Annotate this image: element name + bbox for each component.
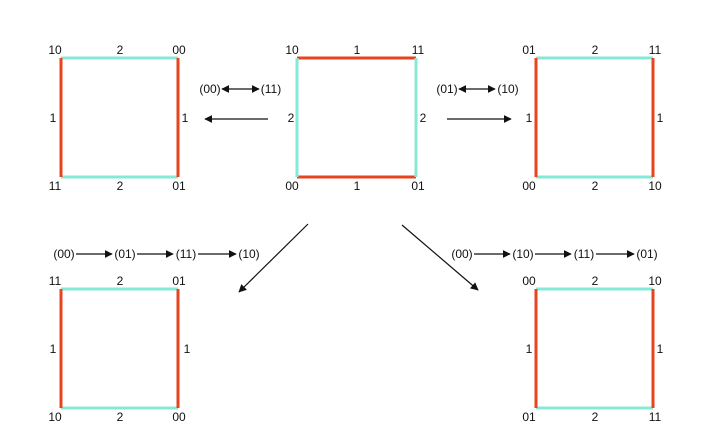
- arrow-down-left-icon: [238, 223, 309, 293]
- edge-label-right: 2: [420, 111, 427, 125]
- corner-label-tr: 10: [648, 274, 662, 288]
- corner-label-br: 11: [649, 410, 662, 424]
- corner-label-bl: 01: [522, 410, 536, 424]
- square-bottom-right: 00 10 01 11 2 2 1 1: [522, 274, 663, 424]
- corner-label-br: 01: [172, 179, 186, 193]
- corner-label-bl: 00: [285, 179, 299, 193]
- edge-label-bottom: 2: [592, 410, 599, 424]
- cycle-sequence-left: (00) (01) (11) (10): [53, 247, 259, 261]
- corner-label-br: 01: [411, 179, 425, 193]
- swap-notation-right: (01) (10): [436, 82, 518, 96]
- corner-label-tl: 10: [285, 43, 299, 57]
- edge-label-top: 2: [117, 43, 124, 57]
- edge-label-top: 2: [592, 274, 599, 288]
- swap-state-b: (10): [497, 82, 518, 96]
- corner-label-bl: 10: [48, 410, 62, 424]
- edge-label-left: 1: [50, 342, 57, 356]
- swap-notation-left: (00) (11): [199, 82, 281, 96]
- arrow-down-right-icon: [401, 224, 479, 291]
- edge-label-right: 1: [184, 342, 191, 356]
- edge-label-bottom: 2: [117, 410, 124, 424]
- edge-label-right: 1: [657, 111, 664, 125]
- cycle-state: (00): [451, 247, 472, 261]
- corner-label-tl: 11: [49, 274, 62, 288]
- corner-label-tl: 00: [522, 274, 536, 288]
- edge-label-left: 1: [50, 111, 57, 125]
- corner-label-br: 10: [648, 179, 662, 193]
- cycle-state: (10): [512, 247, 533, 261]
- edge-label-top: 2: [592, 43, 599, 57]
- cycle-sequence-right: (00) (10) (11) (01): [451, 247, 657, 261]
- corner-label-tr: 11: [412, 43, 425, 57]
- cycle-state: (11): [176, 247, 196, 261]
- corner-label-tr: 11: [649, 43, 662, 57]
- cycle-state: (10): [238, 247, 259, 261]
- edge-label-left: 1: [526, 111, 533, 125]
- edge-label-bottom: 2: [592, 179, 599, 193]
- cycle-state: (11): [574, 247, 594, 261]
- corner-label-tl: 10: [48, 43, 62, 57]
- corner-label-br: 00: [172, 410, 186, 424]
- swap-state-b: (11): [261, 82, 281, 96]
- square-top-right: 01 11 00 10 2 2 1 1: [522, 43, 663, 193]
- corner-label-tr: 01: [172, 274, 186, 288]
- corner-label-bl: 00: [522, 179, 536, 193]
- swap-state-a: (00): [199, 82, 220, 96]
- edge-label-left: 1: [526, 342, 533, 356]
- edge-label-left: 2: [288, 111, 295, 125]
- cycle-state: (01): [636, 247, 657, 261]
- edge-label-top: 2: [117, 274, 124, 288]
- corner-label-tr: 00: [172, 43, 186, 57]
- corner-label-tl: 01: [522, 43, 536, 57]
- edge-label-top: 1: [354, 43, 361, 57]
- swap-state-a: (01): [436, 82, 457, 96]
- edge-label-right: 1: [657, 342, 664, 356]
- edge-label-bottom: 1: [354, 179, 361, 193]
- square-top-left: 10 00 11 01 2 2 1 1: [48, 43, 188, 193]
- square-bottom-left: 11 01 10 00 2 2 1 1: [48, 274, 190, 424]
- edge-label-right: 1: [182, 111, 189, 125]
- cycle-state: (00): [53, 247, 74, 261]
- edge-label-bottom: 2: [117, 179, 124, 193]
- corner-label-bl: 11: [49, 179, 62, 193]
- cycle-state: (01): [114, 247, 135, 261]
- square-top-center: 10 11 00 01 1 1 2 2: [285, 43, 426, 193]
